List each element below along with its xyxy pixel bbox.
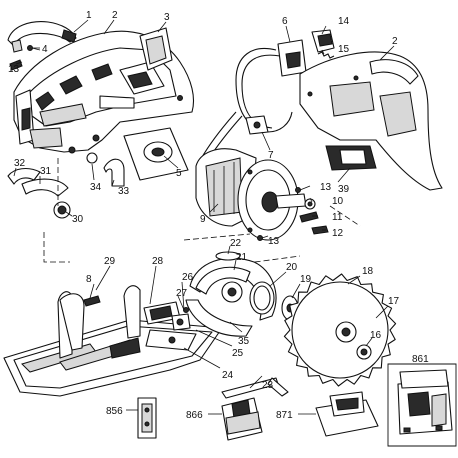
blade-guard-21: [185, 257, 277, 337]
callout-labels: 1 2 2 3 4 5 6 7 8 9 10 11 12 13 13 13 14…: [8, 10, 429, 421]
lever-31: [21, 178, 69, 197]
callout-5: 5: [176, 168, 182, 179]
washer-10: [304, 198, 316, 210]
callout-26: 26: [182, 272, 194, 283]
callout-17: 17: [388, 296, 400, 307]
accessory-861-kitbox: [387, 363, 457, 447]
brush-holder-5: [123, 127, 189, 181]
callout-29: 29: [104, 256, 116, 267]
spring-33: [103, 158, 125, 187]
callout-861: 861: [412, 354, 429, 365]
callout-14: 14: [338, 16, 350, 27]
brush-7: [245, 115, 269, 135]
screw-8: [83, 295, 101, 307]
motor-9: [195, 148, 307, 241]
callout-31: 31: [40, 166, 52, 177]
callout-856: 856: [106, 406, 123, 417]
callout-24: 24: [222, 370, 234, 381]
callout-13-shaft: 13: [320, 182, 332, 193]
leader-lines: [13, 19, 395, 389]
screw-13-left: [9, 59, 23, 71]
callout-30: 30: [72, 214, 84, 225]
callout-1: 1: [86, 10, 92, 21]
trigger-14: [311, 29, 335, 53]
accessory-871-charger: [315, 391, 379, 437]
callout-18: 18: [362, 266, 374, 277]
callout-33: 33: [118, 186, 130, 197]
callout-866: 866: [186, 410, 203, 421]
knob-25-27: [171, 307, 191, 331]
accessory-856-label: [137, 397, 157, 439]
callout-28: 28: [152, 256, 164, 267]
callout-35: 35: [238, 336, 250, 347]
callout-22: 22: [230, 238, 242, 249]
bracket-28: [123, 285, 181, 339]
ring-22: [215, 251, 241, 261]
bushing-30: [53, 201, 71, 219]
right-housing: [299, 51, 443, 191]
accessory-866-battery: [221, 397, 263, 441]
depth-bracket-29: [57, 291, 85, 359]
callout-15: 15: [338, 44, 350, 55]
callout-11: 11: [332, 212, 343, 223]
base-shoe: [3, 319, 223, 397]
callout-16: 16: [370, 330, 382, 341]
callout-7: 7: [268, 150, 274, 161]
callout-39: 39: [338, 184, 350, 195]
callout-34: 34: [90, 182, 102, 193]
callout-20: 20: [286, 262, 298, 273]
switch-6: [277, 39, 307, 77]
callout-23: 23: [262, 380, 274, 391]
callout-871: 871: [276, 410, 293, 421]
callout-32: 32: [14, 158, 26, 169]
callout-8: 8: [86, 274, 92, 285]
callout-12: 12: [332, 228, 344, 239]
callout-3: 3: [164, 12, 170, 23]
part-34: [86, 152, 98, 164]
callout-2-left: 2: [112, 10, 118, 21]
screw-4: [27, 45, 41, 51]
callout-6: 6: [282, 16, 288, 27]
spring-15: [317, 51, 335, 59]
callout-4: 4: [42, 44, 48, 55]
callout-19: 19: [300, 274, 312, 285]
callout-10: 10: [332, 196, 344, 207]
screw-11: [299, 211, 319, 223]
callout-27: 27: [176, 288, 188, 299]
accessory-leaders: [126, 409, 316, 415]
screw-12: [311, 225, 329, 235]
hex-wrench-23: [221, 377, 289, 399]
callout-9: 9: [200, 214, 206, 225]
blade-clamp-16: [356, 344, 372, 360]
part-3-cover: [139, 27, 173, 71]
handle-cover: [7, 21, 77, 53]
callout-13-lower: 13: [268, 236, 280, 247]
callout-2-right: 2: [392, 36, 398, 47]
callout-25: 25: [232, 348, 244, 359]
spring-20: [249, 281, 275, 315]
callout-13-left: 13: [8, 64, 20, 75]
callout-21: 21: [236, 252, 248, 263]
